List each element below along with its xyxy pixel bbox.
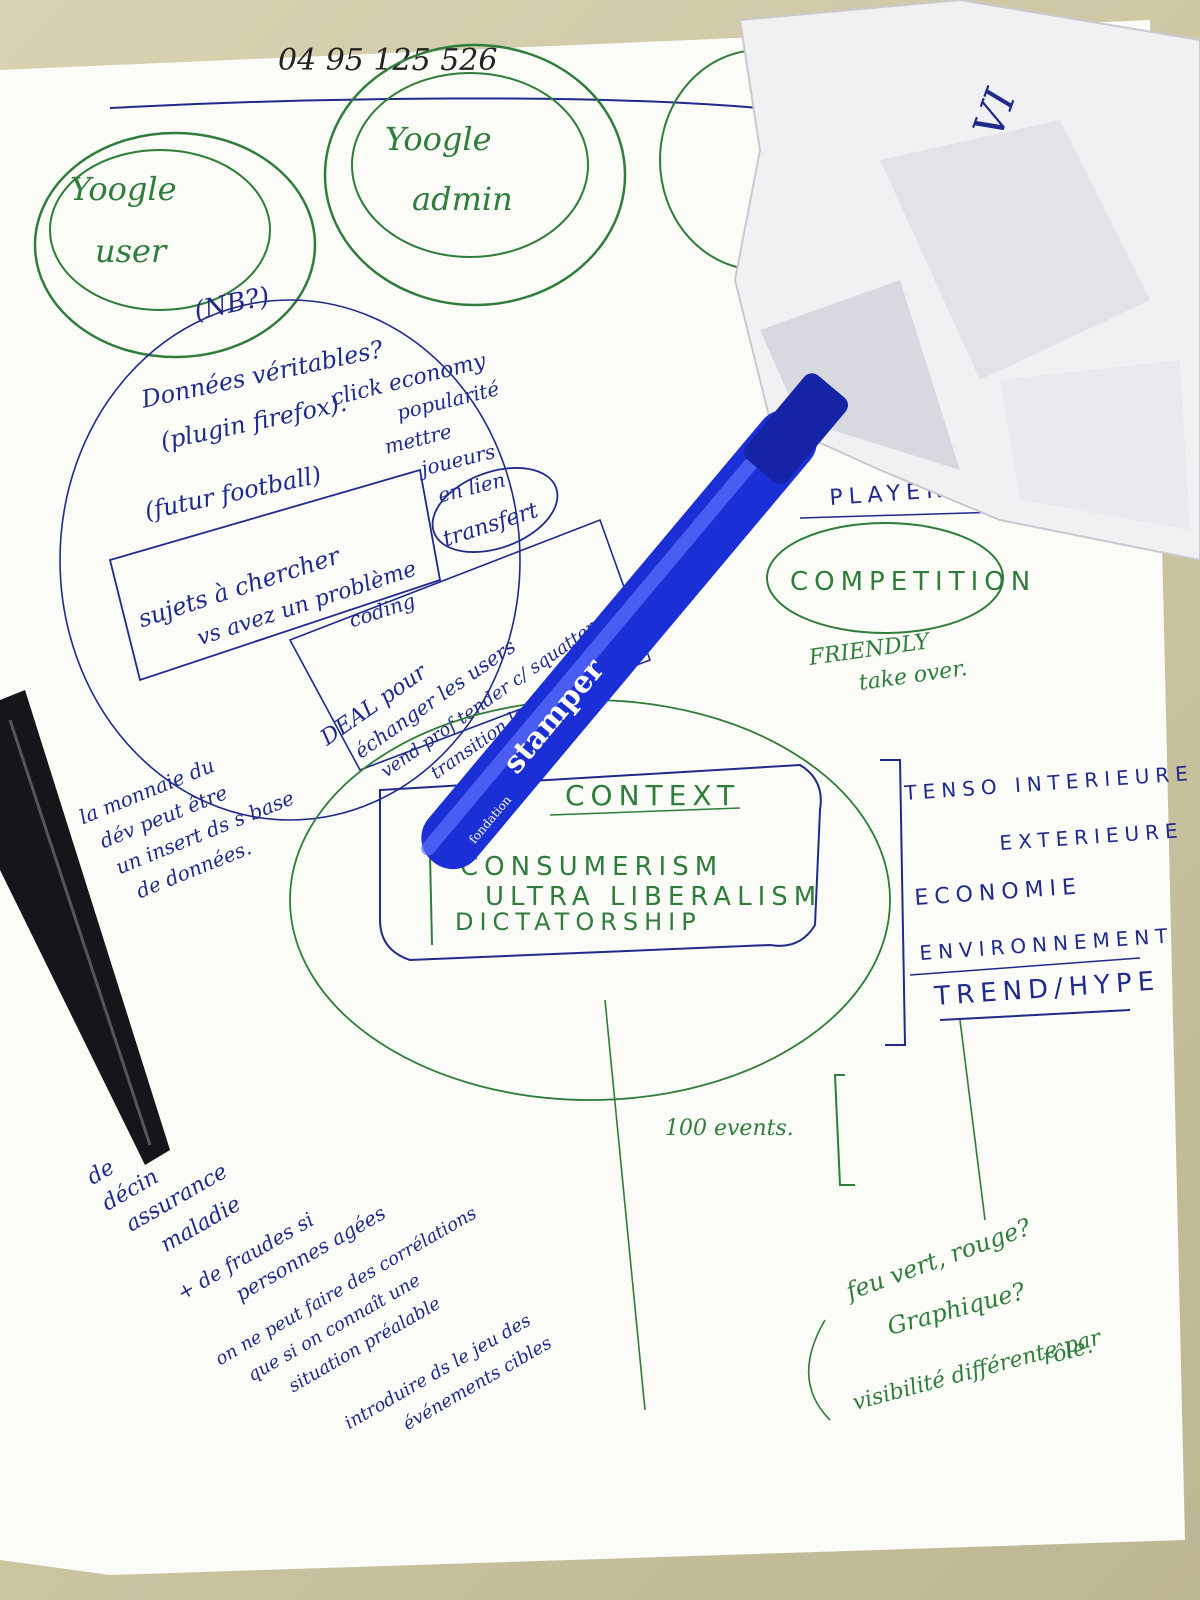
events-note: 100 events.: [665, 1116, 794, 1141]
outer-ellipse: [59, 299, 521, 821]
svg-text:CONTEXT: CONTEXT: [565, 779, 740, 812]
circle-yoogle-admin: Yoogle admin: [323, 43, 627, 307]
context-item-1: CONSUMERISM: [460, 852, 723, 882]
yoogle-admin-line2: admin: [412, 180, 513, 218]
context-item-2: ULTRA LIBERALISM: [485, 882, 822, 912]
yoogle-user-line2: user: [95, 232, 168, 270]
context-box: CONTEXT CONSUMERISM ULTRA LIBERALISM DIC…: [379, 763, 822, 962]
yoogle-user-line1: Yoogle: [70, 170, 177, 208]
phone-number: 04 95 125 526: [278, 43, 497, 78]
svg-text:COMPETITION: COMPETITION: [790, 567, 1036, 597]
black-pen: [0, 690, 170, 1165]
blue-pen: stamper fondation: [421, 373, 848, 870]
context-item-3: DICTATORSHIP: [455, 908, 702, 936]
yoogle-admin-line1: Yoogle: [385, 120, 492, 158]
circle-yoogle-user: Yoogle user: [33, 131, 317, 359]
